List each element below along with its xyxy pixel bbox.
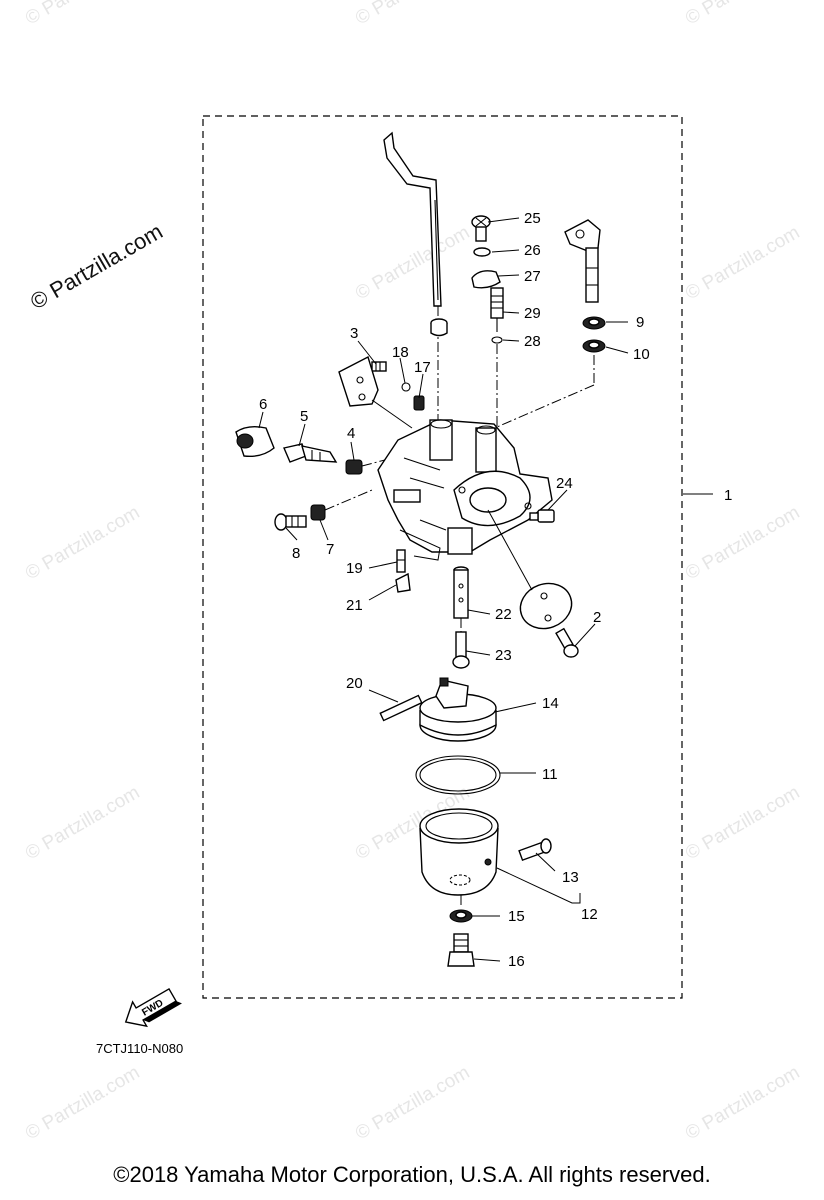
part-11-gasket <box>415 755 501 795</box>
part-5-pilot-screw <box>283 443 338 463</box>
part-10-seal <box>582 339 606 353</box>
callout-19: 19 <box>346 560 363 577</box>
part-8-screw <box>274 513 307 531</box>
part-20-float-pin <box>379 694 423 722</box>
copyright-notice: ©2018 Yamaha Motor Corporation, U.S.A. A… <box>113 1162 711 1187</box>
watermark-text: © Partzilla.com <box>682 1062 803 1144</box>
part-15-washer <box>449 909 473 923</box>
choke-shaft <box>564 219 601 303</box>
watermark-text: © Partzilla.com <box>682 502 803 584</box>
callout-27: 27 <box>524 268 541 285</box>
part-23-main-jet <box>452 631 470 669</box>
part-27-clip <box>471 270 501 289</box>
watermark-main: © Partzilla.com <box>26 219 167 315</box>
callout-26: 26 <box>524 242 541 259</box>
callout-2: 2 <box>593 609 601 626</box>
part-17-spring <box>413 395 425 411</box>
callout-13: 13 <box>562 869 579 886</box>
watermark-text: © Partzilla.com <box>682 222 803 304</box>
part-19-needle-valve <box>396 549 406 573</box>
callout-11: 11 <box>542 766 558 783</box>
callout-1: 1 <box>724 487 732 504</box>
part-3-screw <box>371 361 387 372</box>
callout-24: 24 <box>556 475 573 492</box>
callout-10: 10 <box>633 346 650 363</box>
callout-9: 9 <box>636 314 644 331</box>
rod-grommet <box>430 318 448 337</box>
callout-12: 12 <box>581 906 598 923</box>
callout-28: 28 <box>524 333 541 350</box>
watermark-text: © Partzilla.com <box>22 782 143 864</box>
callout-7: 7 <box>326 541 334 558</box>
part-26-washer <box>473 247 491 257</box>
assembly-boundary <box>202 115 683 999</box>
part-7-spring <box>310 504 326 521</box>
watermark-text: © Partzilla.com <box>352 1062 473 1144</box>
diagram-code: 7CTJ110-N080 <box>96 1041 184 1056</box>
callout-22: 22 <box>495 606 512 623</box>
watermark-text: © Partzilla.com <box>682 0 803 29</box>
part-13-drain-screw <box>518 838 552 862</box>
watermark-text: © Partzilla.com <box>682 782 803 864</box>
part-24-plug <box>529 509 555 523</box>
callout-15: 15 <box>508 908 525 925</box>
callout-23: 23 <box>495 647 512 664</box>
part-14-float <box>419 677 497 742</box>
callout-14: 14 <box>542 695 559 712</box>
callout-25: 25 <box>524 210 541 227</box>
carburetor-body <box>377 419 553 555</box>
part-2-screw <box>555 627 579 658</box>
part-28-o-ring <box>491 336 503 344</box>
callout-5: 5 <box>300 408 308 425</box>
part-22-main-nozzle <box>453 566 469 619</box>
watermark-text: © Partzilla.com <box>352 0 473 29</box>
part-18-ball <box>401 382 411 392</box>
callout-16: 16 <box>508 953 525 970</box>
watermarks: © Partzilla.com © Partzilla.com © Partzi… <box>22 0 803 1144</box>
watermark-text: © Partzilla.com <box>22 1062 143 1144</box>
part-25-screw <box>471 215 491 242</box>
callout-21: 21 <box>346 597 363 614</box>
fwd-arrow-icon: FWD <box>124 987 182 1028</box>
leader-lines <box>258 217 713 962</box>
part-12-float-bowl <box>419 808 499 896</box>
watermark-text: © Partzilla.com <box>22 0 143 29</box>
callout-6: 6 <box>259 396 267 413</box>
part-29-jet-needle <box>490 287 504 332</box>
callout-20: 20 <box>346 675 363 692</box>
callout-3: 3 <box>350 325 358 342</box>
callout-17: 17 <box>414 359 431 376</box>
part-6-cap <box>235 425 275 458</box>
part-4-spring <box>345 459 363 475</box>
callout-29: 29 <box>524 305 541 322</box>
throttle-plate <box>338 355 379 407</box>
part-16-drain-plug <box>447 933 475 967</box>
diaphragm-cover <box>519 582 573 630</box>
part-21-clip <box>395 572 411 593</box>
callout-4: 4 <box>347 425 355 442</box>
callout-18: 18 <box>392 344 409 361</box>
part-9-seal <box>582 316 606 330</box>
watermark-text: © Partzilla.com <box>352 222 473 304</box>
callout-8: 8 <box>292 545 300 562</box>
watermark-text: © Partzilla.com <box>22 502 143 584</box>
callouts: 1 2 3 4 5 6 7 8 9 10 11 12 13 14 15 16 1… <box>259 210 732 970</box>
